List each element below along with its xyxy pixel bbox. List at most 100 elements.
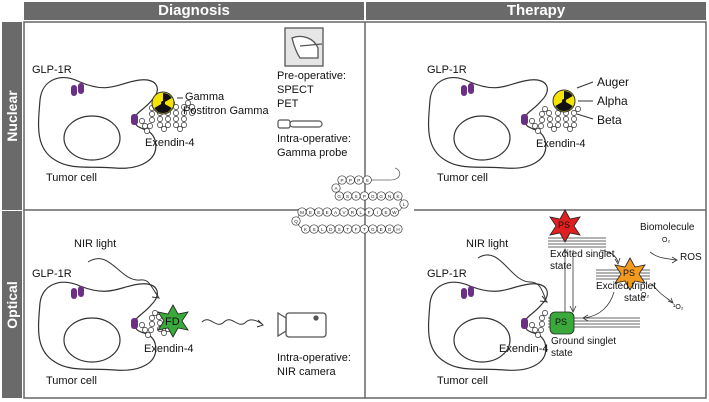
nuclear-diagnosis-cell (37, 27, 324, 169)
peptide-residue-label: L (321, 227, 324, 232)
nir-light-label: NIR light (466, 238, 509, 250)
receptor-label: GLP-1R (427, 64, 467, 76)
ps-red-star (549, 209, 581, 243)
peptide-residue-label: P (340, 178, 343, 183)
optical-diagnosis-cell (37, 258, 327, 371)
radiation-icon (151, 91, 175, 115)
excited-triplet-line2: state (624, 293, 646, 304)
peptide-residue-label: G (371, 194, 375, 199)
nuclear-therapy-cell (427, 77, 594, 169)
peptide-residue-label: N (388, 194, 391, 199)
peptide-label: Exendin-4 (144, 343, 194, 355)
peptide-bead (291, 216, 301, 226)
peptide-residue-label: D (329, 227, 333, 232)
panel-grid (23, 21, 707, 399)
preop-label: Pre-operative: (277, 70, 347, 82)
peptide-residue-label: T (363, 227, 366, 232)
peptide-label: Exendin-4 (145, 137, 195, 149)
receptor-label: GLP-1R (32, 268, 72, 280)
peptide-bead (399, 199, 409, 209)
singlet-oxygen-label: ¹O₂ (673, 304, 684, 311)
cell-label: Tumor cell (437, 172, 488, 184)
row-label-optical: Optical (2, 211, 22, 398)
o2-label-bottom: O₂ (641, 292, 650, 299)
preop-pet: PET (277, 98, 299, 110)
emission-beta: Beta (597, 113, 622, 127)
peptide-residue-label: S (338, 227, 341, 232)
intraop-label: Intra-operative: (277, 133, 351, 145)
ground-singlet-line1: Ground singlet (551, 336, 617, 347)
peptide-residue-label: S (366, 178, 369, 183)
peptide-residue-label: T (346, 227, 349, 232)
peptide-residue-label: G (379, 194, 383, 199)
header-diagnosis: Diagnosis (24, 2, 364, 20)
peptide-label: Exendin-4 (499, 343, 549, 355)
cell-label: Tumor cell (46, 172, 97, 184)
peptide-residue-label: E (326, 210, 329, 215)
peptide-residue-label: E (384, 210, 387, 215)
peptide-residue-label: P (363, 194, 366, 199)
fluorescent-dye-star (157, 304, 189, 338)
nir-light-label: NIR light (74, 238, 117, 250)
optical-therapy-cell (427, 209, 678, 371)
ps-orange-label: PS (623, 268, 636, 278)
peptide-residue-label: L (360, 210, 363, 215)
peptide-residue-label: L (403, 202, 406, 207)
emission-alpha: Alpha (597, 94, 628, 108)
peptide-residue-label: P (349, 178, 352, 183)
peptide-residue-label: G (371, 227, 375, 232)
intraop-label: Intra-operative: (277, 352, 351, 364)
biomolecule-label: Biomolecule (640, 222, 695, 233)
excited-singlet-line1: Excited singlet (550, 249, 615, 260)
emission-auger: Auger (597, 75, 630, 89)
peptide-residue-label: I (377, 210, 378, 215)
ground-singlet-line2: state (551, 348, 573, 359)
excited-singlet-line2: state (550, 261, 572, 272)
peptide-bead (301, 224, 311, 234)
header-therapy: Therapy (366, 2, 706, 20)
dye-label: FD (165, 316, 180, 328)
ros-label: ROS (680, 252, 702, 263)
o2-label-top: O₂ (662, 237, 671, 244)
peptide-residue-label: G (337, 194, 341, 199)
peptide-residue-label: S (346, 194, 349, 199)
row-label-nuclear: Nuclear (2, 22, 22, 210)
receptor-label: GLP-1R (32, 64, 72, 76)
cell-label: Tumor cell (437, 375, 488, 387)
peptide-bead (331, 183, 341, 193)
peptide-residue-label: E (309, 210, 312, 215)
peptide-bead (334, 191, 344, 201)
preop-spect: SPECT (277, 84, 314, 96)
peptide-residue-label: E (317, 210, 320, 215)
peptide-residue-label: K (304, 227, 308, 232)
peptide-bead (389, 207, 399, 217)
peptide-residue-label: Q (294, 219, 298, 224)
excited-triplet-line1: Excited triplet (596, 281, 657, 292)
cell-label: Tumor cell (46, 375, 97, 387)
intraop-nir-camera: NIR camera (277, 366, 336, 378)
peptide-residue-label: E (380, 227, 383, 232)
emission-gamma: Gamma (185, 91, 225, 103)
receptor-label: GLP-1R (427, 268, 467, 280)
peptide-residue-label: A (334, 210, 338, 215)
peptide-residue-label: V (342, 210, 346, 215)
radiation-icon (552, 89, 576, 113)
scanner-icon (284, 27, 324, 67)
peptide-residue-label: K (396, 194, 400, 199)
peptide-residue-label: S (312, 227, 315, 232)
peptide-residue-label: S (354, 194, 357, 199)
ps-red-label: PS (558, 220, 571, 230)
peptide-residue-label: G (388, 227, 392, 232)
ps-green-box (549, 311, 575, 335)
peptide-residue-label: A (334, 186, 338, 191)
peptide-residue-label: P (357, 178, 360, 183)
ps-orange-star (614, 257, 646, 291)
ps-green-label: PS (555, 317, 568, 327)
gamma-probe-icon (277, 119, 323, 129)
camera-icon (277, 311, 327, 338)
peptide-residue-label: R (351, 210, 355, 215)
peptide-residue-label: F (368, 210, 371, 215)
peptide-residue-label: H (396, 227, 399, 232)
